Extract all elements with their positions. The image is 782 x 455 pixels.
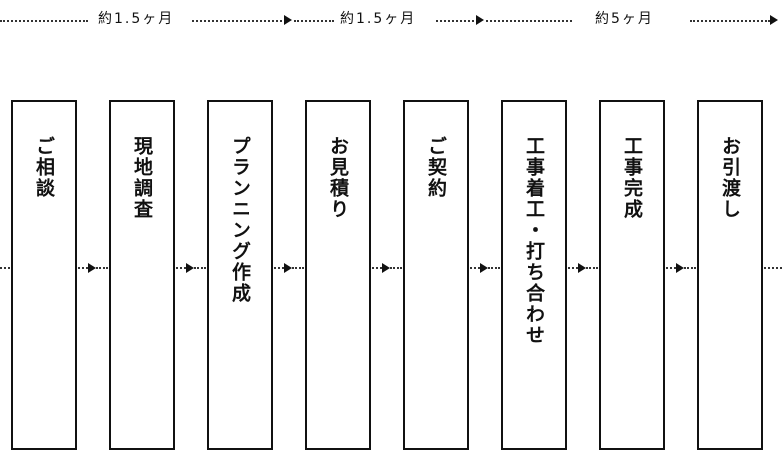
step-box-construction-start: 工事着工・打ち合わせ	[501, 100, 567, 450]
duration-label-3: 約5ヶ月	[595, 11, 654, 27]
timeline-line-segment	[690, 20, 770, 22]
step-box-contract: ご契約	[403, 100, 469, 450]
connector-arrow-icon	[284, 263, 292, 273]
step-label: お見積り	[327, 136, 349, 220]
connector-line	[0, 267, 10, 269]
step-label: プランニング作成	[229, 136, 251, 304]
timeline-arrow-icon	[284, 15, 292, 25]
connector-line	[274, 267, 284, 269]
timeline-line-segment	[436, 20, 478, 22]
duration-label-1: 約1.5ヶ月	[98, 11, 175, 27]
connector-line	[390, 267, 402, 269]
connector-line	[470, 267, 480, 269]
step-box-planning: プランニング作成	[207, 100, 273, 450]
timeline-line-segment	[192, 20, 286, 22]
connector-line	[684, 267, 696, 269]
connector-line	[764, 267, 782, 269]
connector-line	[488, 267, 500, 269]
connector-line	[176, 267, 186, 269]
connector-line	[568, 267, 578, 269]
step-box-completion: 工事完成	[599, 100, 665, 450]
timeline-line-segment	[486, 20, 572, 22]
timeline-arrow-icon	[770, 15, 778, 25]
connector-line	[292, 267, 304, 269]
step-label: 現地調査	[131, 136, 153, 220]
timeline: 約1.5ヶ月 約1.5ヶ月 約5ヶ月	[0, 0, 782, 40]
step-label: ご相談	[33, 136, 55, 199]
connector-arrow-icon	[88, 263, 96, 273]
duration-label-2: 約1.5ヶ月	[340, 11, 417, 27]
connector-line	[78, 267, 88, 269]
step-box-estimate: お見積り	[305, 100, 371, 450]
step-box-handover: お引渡し	[697, 100, 763, 450]
connector-arrow-icon	[480, 263, 488, 273]
connector-arrow-icon	[578, 263, 586, 273]
connector-line	[666, 267, 676, 269]
connector-arrow-icon	[186, 263, 194, 273]
step-label: 工事完成	[621, 136, 643, 220]
step-box-consultation: ご相談	[11, 100, 77, 450]
timeline-arrow-icon	[476, 15, 484, 25]
connector-line	[372, 267, 382, 269]
timeline-line-segment	[0, 20, 88, 22]
connector-line	[586, 267, 598, 269]
step-label: お引渡し	[719, 136, 741, 220]
connector-line	[96, 267, 108, 269]
step-label: ご契約	[425, 136, 447, 199]
step-label: 工事着工・打ち合わせ	[523, 136, 545, 346]
connector-arrow-icon	[382, 263, 390, 273]
connector-arrow-icon	[676, 263, 684, 273]
connector-line	[194, 267, 206, 269]
timeline-line-segment	[294, 20, 334, 22]
step-box-site-survey: 現地調査	[109, 100, 175, 450]
